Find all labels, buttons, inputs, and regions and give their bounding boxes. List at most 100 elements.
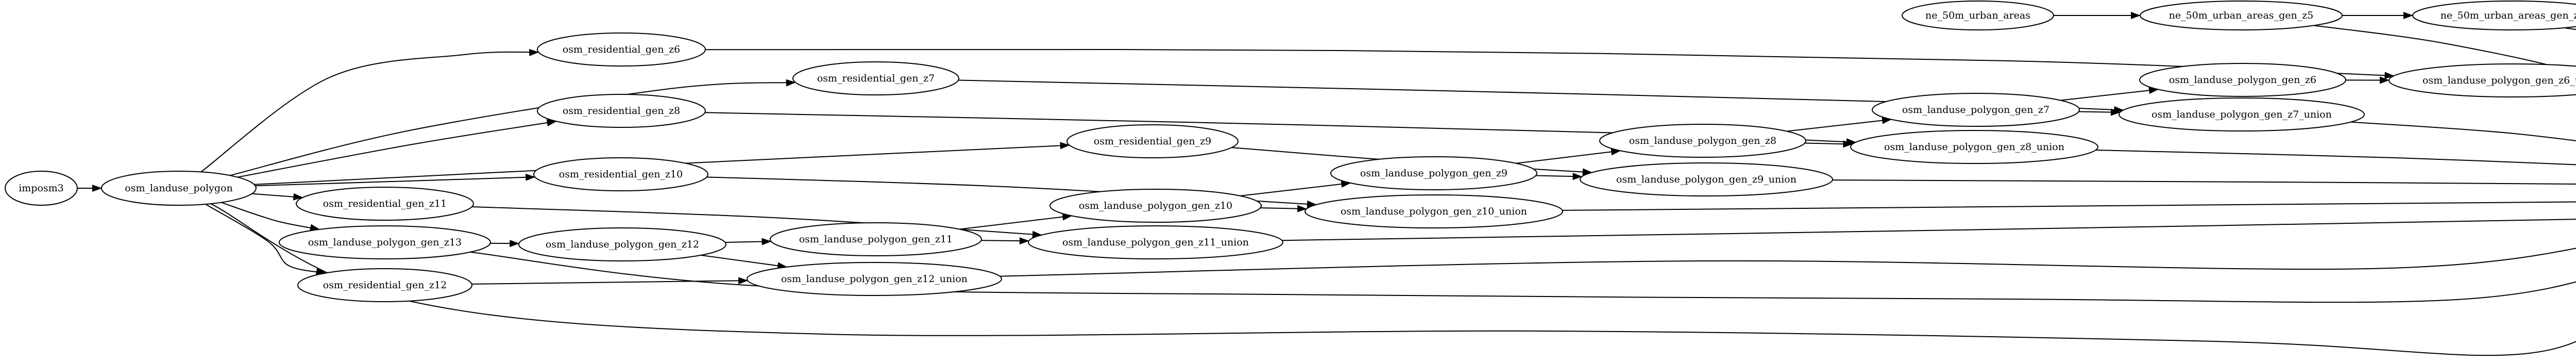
- edge-osm_landuse_polygon-to-osm_residential_gen_z10: [255, 173, 536, 187]
- osm_landuse_polygon_gen_z8_union-ellipse: [1850, 130, 2098, 164]
- edge-osm_landuse_polygon_gen_z7-to-osm_landuse_polygon_gen_z7_union: [2078, 108, 2121, 116]
- node-osm_landuse_polygon_gen_z8_union: osm_landuse_polygon_gen_z8_union: [1850, 130, 2098, 164]
- osm_landuse_polygon_gen_z7-ellipse: [1872, 93, 2080, 127]
- node-osm_residential_gen_z11: osm_residential_gen_z11: [296, 187, 474, 221]
- osm_landuse_polygon_gen_z9-label: osm_landuse_polygon_gen_z9: [1360, 168, 1507, 179]
- osm_residential_gen_z6-label: osm_residential_gen_z6: [563, 44, 680, 55]
- edge-osm_landuse_polygon_gen_z11_union-to-layer_landuse-z11: [1282, 219, 2576, 241]
- osm_landuse_polygon_gen_z11_union-ellipse: [1028, 225, 1283, 259]
- node-osm_landuse_polygon_gen_z11_union: osm_landuse_polygon_gen_z11_union: [1028, 225, 1283, 259]
- osm_landuse_polygon_gen_z11-ellipse: [770, 222, 982, 256]
- edge-ne_50m_urban_areas_gen_z5-to-layer_landuse-z5: [2314, 25, 2576, 73]
- node-osm_landuse_polygon_gen_z7: osm_landuse_polygon_gen_z7: [1872, 93, 2080, 127]
- osm_residential_gen_z11-ellipse: [296, 187, 474, 221]
- osm_landuse_polygon_gen_z6-ellipse: [2139, 63, 2346, 97]
- osm_landuse_polygon_gen_z7_union-label: osm_landuse_polygon_gen_z7_union: [2151, 109, 2332, 120]
- osm_landuse_polygon_gen_z6-label: osm_landuse_polygon_gen_z6: [2169, 74, 2316, 86]
- node-osm_landuse_polygon_gen_z12: osm_landuse_polygon_gen_z12: [518, 227, 726, 261]
- osm_residential_gen_z12-label: osm_residential_gen_z12: [323, 279, 447, 291]
- edge-osm_landuse_polygon_gen_z10-to-osm_landuse_polygon_gen_z10_union: [1260, 205, 1308, 212]
- node-osm_landuse_polygon_gen_z10: osm_landuse_polygon_gen_z10: [1049, 189, 1262, 223]
- osm_landuse_polygon_gen_z6_union-label: osm_landuse_polygon_gen_z6_union: [2422, 75, 2576, 86]
- edge-osm_landuse_polygon_gen_z12-to-osm_landuse_polygon_gen_z11: [725, 238, 772, 245]
- osm_residential_gen_z8-ellipse: [537, 94, 706, 128]
- osm_landuse_polygon_gen_z12-ellipse: [518, 227, 726, 261]
- edge-osm_landuse_polygon-to-osm_residential_gen_z8: [237, 119, 557, 178]
- imposm3-label: imposm3: [19, 183, 64, 194]
- osm_landuse_polygon_gen_z9_union-ellipse: [1580, 162, 1833, 196]
- osm_residential_gen_z11-label: osm_residential_gen_z11: [323, 198, 447, 209]
- edge-osm_landuse_polygon-to-osm_residential_gen_z11: [251, 193, 303, 201]
- osm_landuse_polygon_gen_z12_union-ellipse: [747, 262, 1002, 296]
- ne_50m_urban_areas_gen_z4-ellipse: [2412, 1, 2576, 30]
- edge-osm_landuse_polygon-to-osm_residential_gen_z6: [200, 48, 539, 173]
- ne_50m_urban_areas_gen_z5-label: ne_50m_urban_areas_gen_z5: [2169, 10, 2314, 21]
- node-osm_landuse_polygon_gen_z7_union: osm_landuse_polygon_gen_z7_union: [2119, 97, 2365, 131]
- edge-osm_landuse_polygon_gen_z8-to-osm_landuse_polygon_gen_z7: [1787, 117, 1892, 132]
- osm_residential_gen_z7-ellipse: [792, 61, 959, 95]
- edge-osm_landuse_polygon_gen_z10_union-to-layer_landuse-z10: [1562, 201, 2576, 211]
- node-osm_landuse_polygon_gen_z12_union: osm_landuse_polygon_gen_z12_union: [747, 262, 1002, 296]
- node-imposm3: imposm3: [5, 171, 78, 206]
- edge-osm_residential_gen_z12-to-osm_landuse_polygon_gen_z12_union: [471, 277, 749, 285]
- edge-osm_landuse_polygon_gen_z9-to-osm_landuse_polygon_gen_z8: [1516, 148, 1621, 164]
- edge-osm_landuse_polygon_gen_z9-to-osm_landuse_polygon_gen_z9_union: [1535, 173, 1583, 180]
- osm_residential_gen_z10-ellipse: [533, 157, 708, 191]
- edge-osm_landuse_polygon-to-osm_residential_gen_z12: [205, 204, 326, 275]
- node-osm_residential_gen_z7: osm_residential_gen_z7: [792, 61, 959, 95]
- osm_residential_gen_z12-ellipse: [297, 268, 472, 302]
- ne_50m_urban_areas-label: ne_50m_urban_areas: [1925, 10, 2030, 21]
- osm_landuse_polygon_gen_z8_union-label: osm_landuse_polygon_gen_z8_union: [1884, 141, 2064, 153]
- osm_landuse_polygon_gen_z11-label: osm_landuse_polygon_gen_z11: [799, 234, 953, 245]
- edge-osm_landuse_polygon_gen_z7_union-to-layer_landuse-z7: [2350, 121, 2576, 141]
- osm_landuse_polygon_gen_z7_union-ellipse: [2119, 97, 2365, 131]
- node-osm_landuse_polygon_gen_z6: osm_landuse_polygon_gen_z6: [2139, 63, 2346, 97]
- node-osm_residential_gen_z8: osm_residential_gen_z8: [537, 94, 706, 128]
- node-osm_landuse_polygon_gen_z9: osm_landuse_polygon_gen_z9: [1330, 156, 1537, 190]
- node-osm_landuse_polygon_gen_z9_union: osm_landuse_polygon_gen_z9_union: [1580, 162, 1833, 196]
- osm_landuse_polygon_gen_z10_union-label: osm_landuse_polygon_gen_z10_union: [1341, 206, 1527, 217]
- osm_landuse_polygon-label: osm_landuse_polygon: [125, 183, 233, 194]
- osm_landuse_polygon_gen_z13-ellipse: [279, 225, 491, 259]
- edge-osm_landuse_polygon_gen_z11-to-osm_landuse_polygon_gen_z11_union: [981, 237, 1029, 245]
- edge-osm_landuse_polygon_gen_z7-to-osm_landuse_polygon_gen_z6: [2060, 87, 2159, 101]
- osm_landuse_polygon_gen_z6_union-ellipse: [2388, 63, 2576, 97]
- nodes-layer: imposm3 osm_landuse_polygon osm_residentia…: [5, 1, 2576, 302]
- node-osm_landuse_polygon_gen_z6_union: osm_landuse_polygon_gen_z6_union: [2388, 63, 2576, 97]
- osm_landuse_polygon_gen_z10-label: osm_landuse_polygon_gen_z10: [1079, 200, 1232, 211]
- edge-osm_landuse_polygon_gen_z12-to-osm_landuse_polygon_gen_z12_union: [701, 254, 788, 270]
- edge-osm_landuse_polygon_gen_z11-to-osm_landuse_polygon_gen_z10: [959, 213, 1073, 230]
- node-osm_residential_gen_z12: osm_residential_gen_z12: [297, 268, 472, 302]
- edge-osm_landuse_polygon-to-layer_landuse-z14+: [210, 203, 2576, 356]
- imposm3-ellipse: [5, 171, 78, 206]
- osm_landuse_polygon_gen_z9_union-label: osm_landuse_polygon_gen_z9_union: [1616, 174, 1797, 185]
- osm_landuse_polygon_gen_z8-ellipse: [1599, 124, 1806, 158]
- edge-osm_landuse_polygon-to-osm_landuse_polygon_gen_z13: [221, 202, 320, 232]
- osm_landuse_polygon_gen_z11_union-label: osm_landuse_polygon_gen_z11_union: [1062, 237, 1249, 248]
- node-osm_landuse_polygon_gen_z8: osm_landuse_polygon_gen_z8: [1599, 124, 1806, 158]
- node-osm_residential_gen_z9: osm_residential_gen_z9: [1066, 124, 1239, 158]
- node-osm_landuse_polygon: osm_landuse_polygon: [101, 171, 257, 206]
- edge-osm_landuse_polygon_gen_z8_union-to-layer_landuse-z8: [2095, 150, 2576, 166]
- osm_landuse_polygon_gen_z12-label: osm_landuse_polygon_gen_z12: [546, 239, 699, 250]
- edge-osm_landuse_polygon_gen_z8-to-osm_landuse_polygon_gen_z8_union: [1804, 140, 1853, 148]
- osm_residential_gen_z8-label: osm_residential_gen_z8: [563, 105, 680, 117]
- osm_landuse_polygon_gen_z7-label: osm_landuse_polygon_gen_z7: [1902, 104, 2049, 116]
- node-osm_residential_gen_z10: osm_residential_gen_z10: [533, 157, 708, 191]
- node-ne_50m_urban_areas_gen_z5: ne_50m_urban_areas_gen_z5: [2140, 1, 2343, 30]
- osm_residential_gen_z10-label: osm_residential_gen_z10: [559, 169, 683, 180]
- osm_landuse_polygon_gen_z9-ellipse: [1330, 156, 1537, 190]
- node-osm_landuse_polygon_gen_z13: osm_landuse_polygon_gen_z13: [279, 225, 491, 259]
- edge-osm_landuse_polygon_gen_z9_union-to-layer_landuse-z9: [1832, 179, 2576, 185]
- edge-osm_landuse_polygon_gen_z10-to-osm_landuse_polygon_gen_z9: [1240, 180, 1351, 196]
- osm_residential_gen_z7-label: osm_residential_gen_z7: [817, 73, 935, 84]
- ne_50m_urban_areas_gen_z4-label: ne_50m_urban_areas_gen_z4: [2441, 10, 2576, 21]
- osm_landuse_polygon_gen_z13-label: osm_landuse_polygon_gen_z13: [308, 237, 462, 248]
- osm_landuse_polygon_gen_z10_union-ellipse: [1304, 194, 1563, 228]
- osm_landuse_polygon_gen_z8-label: osm_landuse_polygon_gen_z8: [1629, 135, 1776, 146]
- osm_landuse_polygon_gen_z10-ellipse: [1049, 189, 1262, 223]
- ne_50m_urban_areas_gen_z5-ellipse: [2140, 1, 2343, 30]
- osm_residential_gen_z9-label: osm_residential_gen_z9: [1094, 136, 1211, 147]
